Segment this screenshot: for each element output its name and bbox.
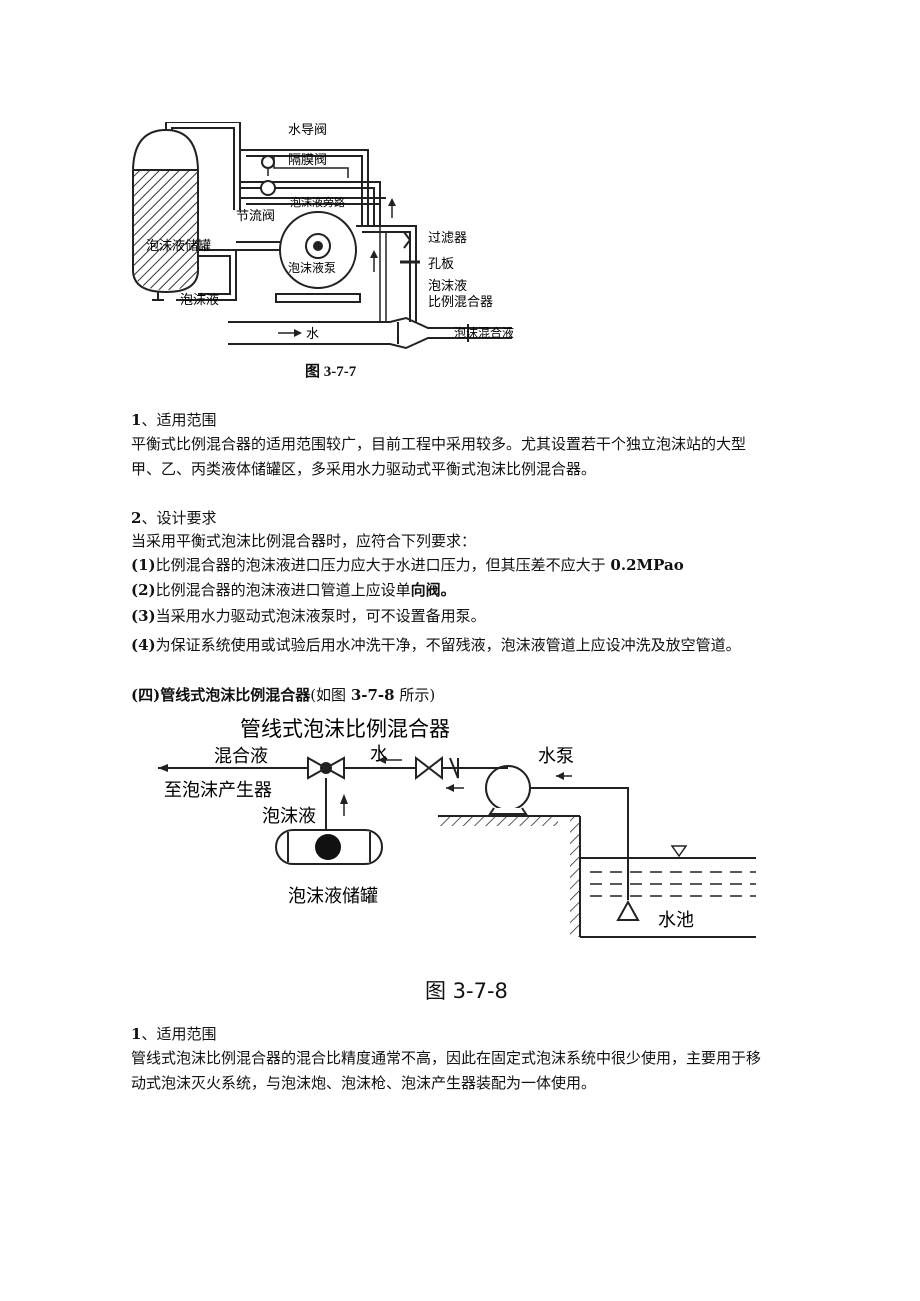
label-water-pool: 水池: [658, 910, 694, 931]
label-water-guide-valve: 水导阀: [288, 123, 327, 138]
label-foam-liquid: 泡沫液: [262, 806, 316, 827]
section-heading-scope: 1、适用范围: [131, 411, 217, 429]
requirement-item: (3)当采用水力驱动式泡沫液泵时，可不设置备用泵。: [131, 607, 486, 625]
label-proportioner: 比例混合器: [428, 295, 493, 310]
design-intro: 当采用平衡式泡沫比例混合器时，应符合下列要求：: [131, 532, 477, 550]
label-foam-pump: 泡沫液泵: [288, 260, 336, 275]
gate-valve-icon: [415, 755, 459, 781]
label-to-foam-generator: 至泡沫产生器: [164, 780, 272, 801]
section-heading-inline-proportioner: (四)管线式泡沫比例混合器(如图 3-7-8 所示): [131, 686, 436, 704]
label-foam-bypass: 泡沫液旁路: [290, 195, 345, 209]
foam-pump: [275, 211, 361, 303]
label-proportioner-foam: 泡沫液: [428, 279, 467, 294]
label-inline-proportioner-title: 管线式泡沫比例混合器: [240, 717, 450, 741]
section-heading-design: 2、设计要求: [131, 509, 217, 527]
scope-paragraph-line2: 甲、乙、丙类液体储罐区，多采用水力驱动式平衡式泡沫比例混合器。: [131, 460, 597, 478]
requirement-item: (2)比例混合器的泡沫液进口管道上应设单向阀。: [131, 581, 456, 599]
label-foam-liquid: 泡沫液: [180, 293, 219, 308]
label-throttle-valve: 节流阀: [236, 209, 275, 224]
label-foam-storage-tank: 泡沫液储罐: [288, 886, 378, 907]
label-filter: 过滤器: [428, 231, 467, 246]
label-water: 水: [370, 744, 388, 765]
figure-3-7-7: 水导阀 隔膜阀 节流阀 泡沫液旁路 泡沫液储罐 泡沫液泵 过滤器 孔板 泡沫液 …: [132, 122, 514, 350]
label-water-pump: 水泵: [538, 746, 574, 767]
scope-paragraph-line1: 平衡式比例混合器的适用范围较广，目前工程中采用较多。尤其设置若干个独立泡沫站的大…: [131, 435, 747, 453]
scope2-paragraph-line2: 动式泡沫灭火系统，与泡沫炮、泡沫枪、泡沫产生器装配为一体使用。: [131, 1074, 597, 1092]
label-mixed-liquid: 泡沫混合液: [454, 325, 514, 340]
figure-3-7-8: 管线式泡沫比例混合器 混合液 至泡沫: [158, 717, 756, 938]
requirement-item: (4)为保证系统使用或试验后用水冲洗干净，不留残液，泡沫液管道上应设冲洗及放空管…: [131, 636, 741, 654]
scope2-paragraph-line1: 管线式泡沫比例混合器的混合比精度通常不高，因此在固定式泡沫系统中很少使用，主要用…: [131, 1049, 762, 1067]
proportioner-valve-icon: [307, 756, 345, 780]
figure-caption-3-7-8: 图 3-7-8: [425, 979, 508, 1003]
requirement-item: (1)比例混合器的泡沫液进口压力应大于水进口压力，但其压差不应大于 0.2MPa…: [131, 556, 684, 574]
label-water: 水: [306, 327, 319, 342]
section-heading-scope-2: 1、适用范围: [131, 1025, 217, 1043]
label-orifice: 孔板: [428, 257, 454, 272]
label-diaphragm-valve: 隔膜阀: [288, 153, 327, 168]
label-mixed-liquid: 混合液: [214, 746, 268, 767]
foam-tank: [132, 128, 199, 301]
foam-storage-tank-icon: [275, 829, 383, 865]
label-foam-tank: 泡沫液储罐: [146, 239, 211, 254]
water-pump-icon: [485, 765, 531, 815]
figure-caption-3-7-7: 图 3-7-7: [305, 364, 357, 380]
